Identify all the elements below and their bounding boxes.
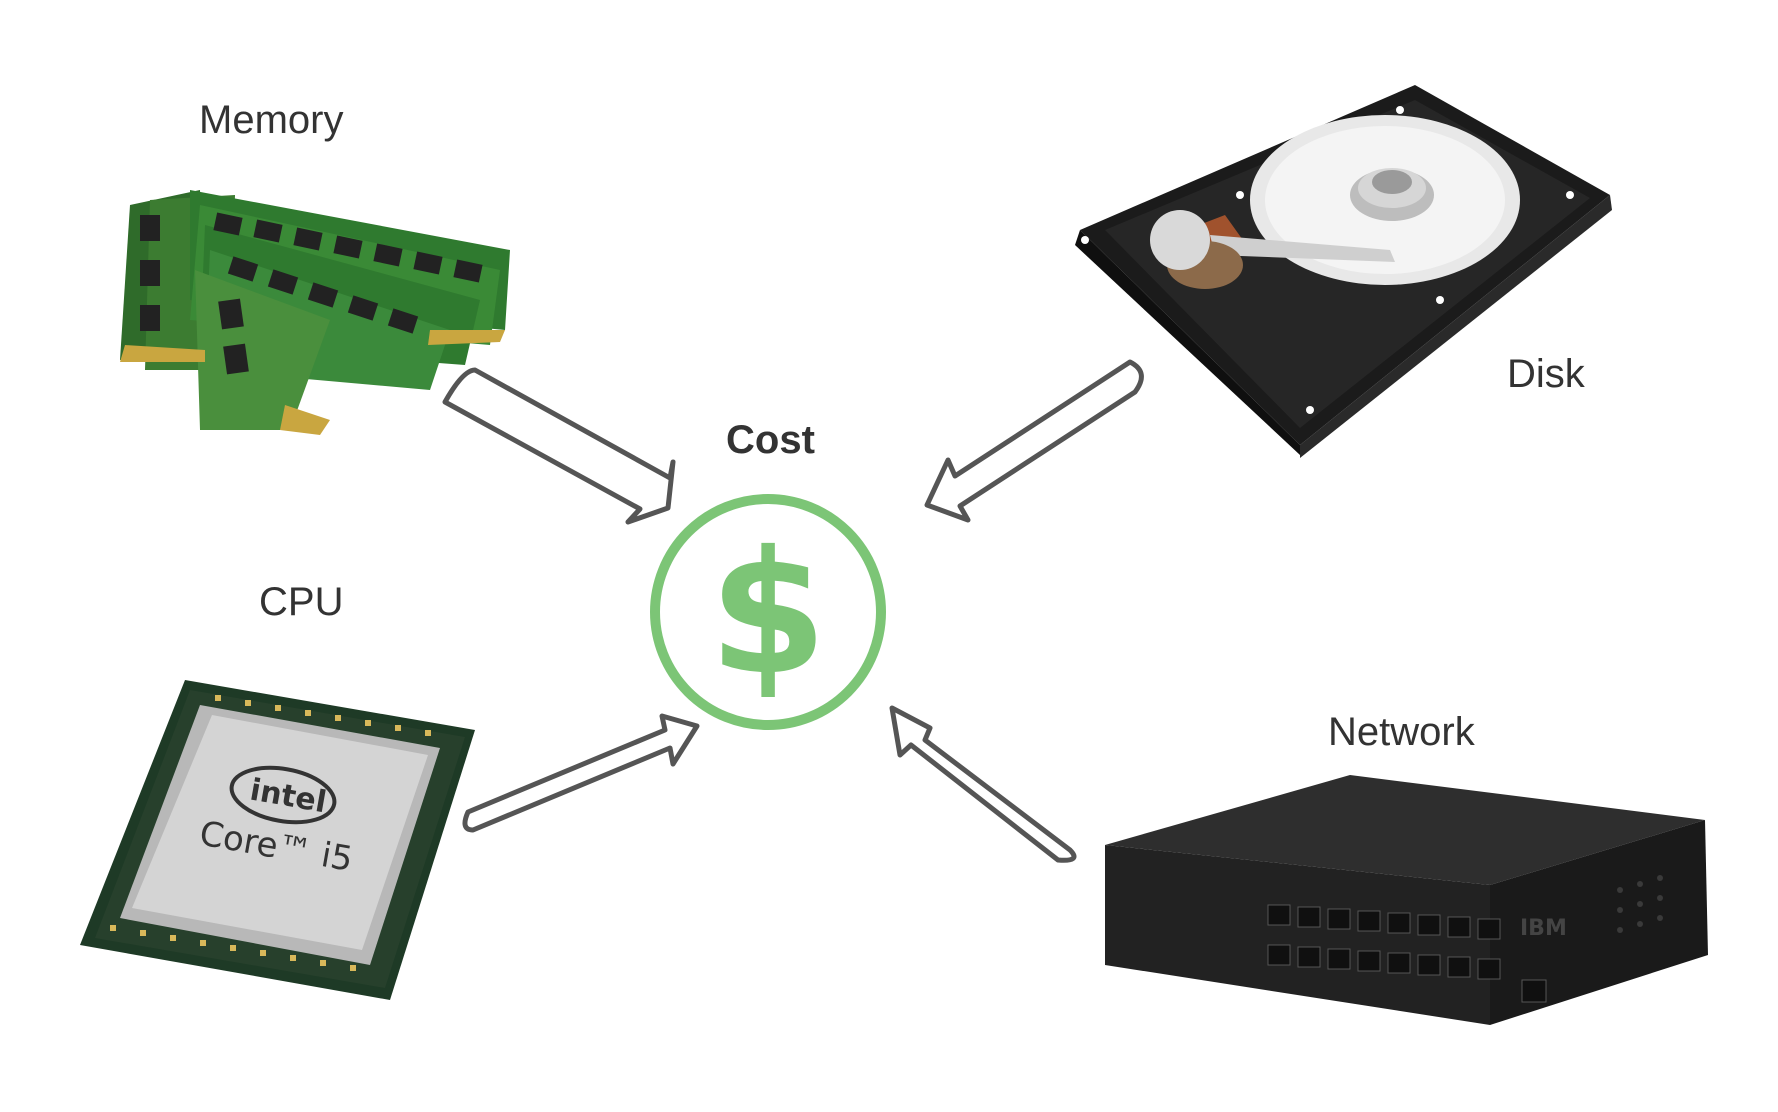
- arrow-icon: [442, 367, 676, 525]
- switch-brand-text: IBM: [1520, 916, 1567, 941]
- memory-label: Memory: [199, 98, 344, 142]
- arrow-icon: [889, 705, 1077, 863]
- intel-cpu-image: intel Core™ i5: [80, 680, 475, 1000]
- network-switch-image: IBM: [1105, 775, 1708, 1025]
- network-label: Network: [1328, 710, 1475, 754]
- arrow-icon: [924, 359, 1144, 523]
- cost-label: Cost: [726, 418, 815, 462]
- arrow-icon: [462, 713, 700, 833]
- dollar-circle-icon: $: [650, 494, 886, 730]
- cpu-label: CPU: [259, 580, 344, 624]
- ram-modules-image: [120, 190, 510, 435]
- dollar-symbol: $: [709, 515, 827, 713]
- hard-disk-image: [1075, 85, 1612, 458]
- disk-label: Disk: [1507, 352, 1585, 396]
